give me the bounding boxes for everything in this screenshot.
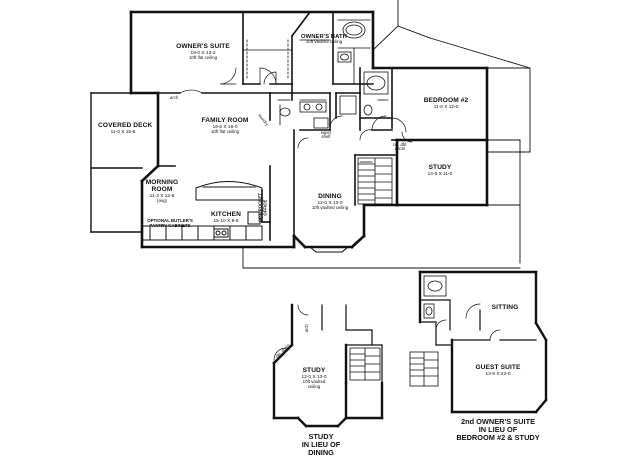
room-note: 10ft vaulted ceiling	[311, 204, 349, 210]
room-name: BEDROOM #2	[423, 97, 469, 104]
room-dims: 15-10 X 9-8	[213, 218, 239, 224]
room-name: OPT. POCKET OFFICE	[257, 192, 267, 223]
room-name: GUEST SUITE	[475, 364, 521, 371]
super-shelf-note: super shelf	[320, 130, 332, 140]
suite-alt-walls	[418, 270, 548, 414]
room-name: OWNER'S BATH	[301, 34, 347, 40]
owners-bath-label: OWNER'S BATH 10ft vaulted ceiling	[298, 34, 350, 45]
room-dims: 11-3 X 12-8	[149, 193, 175, 199]
owners-suite-label: OWNER'S SUITE 19-0 X 13-2 10ft flat ceil…	[168, 43, 238, 61]
room-name: STUDY	[428, 164, 452, 171]
room-note: 10ft flat ceiling	[210, 128, 240, 134]
sitting-label: SITTING	[490, 304, 520, 312]
study-alt-label: STUDY 12-0 X 13-0 10ft vaulted ceiling	[294, 367, 334, 389]
room-dims: 19-0 X 13-2	[190, 50, 216, 56]
room-name: OWNER'S SUITE	[176, 43, 230, 50]
room-note: 10ft flat ceiling	[188, 54, 218, 60]
dining-label: DINING 12-0 X 13-0 10ft vaulted ceiling	[304, 193, 356, 211]
guest-suite-label: GUEST SUITE 13-8 X 23-0	[468, 364, 528, 377]
study-alt-stairs	[349, 347, 381, 381]
bath-fixtures	[279, 21, 389, 129]
col-dbl-doors-note: col. dbl. doors	[392, 142, 408, 152]
room-dims: 13-8 X 23-0	[485, 371, 511, 377]
study-main-label: STUDY 14-6 X 11-0	[418, 164, 462, 177]
dining-bay	[309, 246, 349, 253]
room-dims: 12-0 X 13-0	[317, 200, 343, 206]
main-interior-walls	[157, 10, 398, 241]
caption-line: IN LIEU OF	[301, 440, 341, 450]
caption-line: DINING	[308, 448, 334, 458]
room-name: FAMILY ROOM	[201, 117, 249, 124]
caption-line: IN LIEU OF	[478, 425, 518, 435]
room-name: KITCHEN	[210, 211, 241, 218]
kitchen-counters	[141, 181, 263, 241]
main-stairs	[357, 157, 393, 205]
office-label: OPT. POCKET OFFICE	[257, 191, 267, 225]
room-name: OPTIONAL BUTLER'S PANTRY CABINETS	[147, 218, 193, 228]
room-name: COVERED DECK	[98, 122, 153, 129]
room-name: SITTING	[491, 304, 519, 311]
covered-deck-label: COVERED DECK 11-0 X 15-6	[98, 122, 153, 135]
room-dims: 11-0 X 12-0	[433, 104, 459, 110]
study-alt-walls	[272, 303, 384, 428]
kitchen-label: KITCHEN 15-10 X 9-8	[204, 211, 248, 224]
study-alt-caption: STUDY IN LIEU OF DINING	[292, 432, 350, 458]
suite-alt-caption: 2nd OWNER'S SUITE IN LIEU OF BEDROOM #2 …	[448, 417, 548, 443]
room-note: 10ft vaulted	[302, 378, 326, 384]
morning-room-label: MORNING ROOM 11-3 X 12-8 (avg)	[140, 179, 184, 204]
room-note: 10ft vaulted ceiling	[305, 39, 343, 45]
room-name: DINING	[318, 193, 342, 200]
room-dims: 14-6 X 11-0	[427, 171, 453, 177]
room-note-line2: ceiling	[307, 383, 321, 389]
room-name: STUDY	[302, 367, 326, 374]
caption-line: BEDROOM #2 & STUDY	[456, 433, 540, 443]
suite-alt-fixtures	[423, 275, 447, 319]
room-name: MORNING ROOM	[145, 179, 179, 193]
bedroom2-label: BEDROOM #2 11-0 X 12-0	[416, 97, 476, 110]
arch-note-alt: arch	[303, 324, 309, 333]
room-dims: 12-0 X 13-0	[301, 374, 327, 380]
arch-note: arch	[170, 95, 179, 100]
pantry-label: OPTIONAL BUTLER'S PANTRY CABINETS	[140, 218, 200, 228]
room-dims: 11-0 X 15-6	[110, 129, 136, 135]
caption-line: STUDY	[308, 432, 334, 441]
covered-deck-outline	[90, 92, 143, 233]
caption-line: 2nd OWNER'S SUITE	[460, 417, 536, 426]
room-dims: 19-6 X 16-0	[212, 124, 238, 130]
suite-alt-interior	[419, 299, 537, 346]
study-alt-detail	[273, 304, 383, 384]
door-swings	[179, 67, 413, 149]
main-exterior-walls	[129, 10, 489, 249]
family-room-label: FAMILY ROOM 19-6 X 16-0 10ft flat ceilin…	[195, 117, 255, 135]
suite-alt-stairs	[409, 351, 439, 387]
closet-lines	[242, 19, 389, 126]
room-note: (avg)	[156, 197, 167, 203]
roof-outline	[242, 0, 531, 269]
